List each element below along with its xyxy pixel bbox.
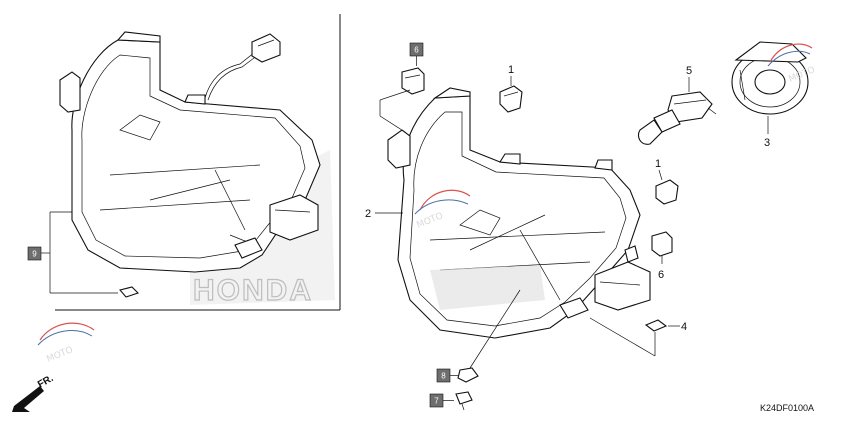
bulb-5: 5 xyxy=(637,65,717,145)
boxed-callout-8: 8 xyxy=(436,367,479,383)
callout-2: 2 xyxy=(365,208,403,220)
dust-cover-3: 3 xyxy=(731,41,809,149)
headlight-unit-2 xyxy=(387,87,651,339)
nut-4: 4 xyxy=(589,317,687,357)
clip-6-top-part xyxy=(401,67,425,95)
svg-text:7: 7 xyxy=(434,397,439,406)
nut-9-part xyxy=(119,286,140,298)
washer-8-part xyxy=(457,367,479,383)
svg-text:3: 3 xyxy=(764,137,770,149)
svg-text:6: 6 xyxy=(658,269,664,281)
socket-1-top: 1 xyxy=(499,64,523,113)
clip-6-leader xyxy=(379,89,411,133)
svg-text:FR.: FR. xyxy=(36,373,56,391)
svg-text:4: 4 xyxy=(681,321,687,333)
inset-frame xyxy=(55,14,341,311)
svg-text:5: 5 xyxy=(686,65,692,77)
socket-1-right: 1 xyxy=(655,158,679,205)
boxed-callout-7: 7 xyxy=(429,391,473,411)
svg-text:9: 9 xyxy=(32,250,37,259)
boxed-callout-6: 6 xyxy=(409,42,424,66)
boxed-callout-9: 9 xyxy=(27,246,42,261)
bolt-leader xyxy=(469,289,521,369)
moto-watermark-bottom-left: MOTO xyxy=(37,322,95,365)
svg-text:2: 2 xyxy=(365,208,371,220)
svg-text:1: 1 xyxy=(655,158,661,170)
clip-6-right: 6 xyxy=(651,231,673,281)
svg-text:6: 6 xyxy=(414,46,419,55)
screw-7-part xyxy=(455,391,473,405)
svg-text:1: 1 xyxy=(508,64,514,76)
callout-9-leader xyxy=(49,211,140,298)
svg-text:MOTO: MOTO xyxy=(45,345,74,365)
front-direction-arrow: FR. xyxy=(12,373,56,412)
diagram-code: K24DF0100A xyxy=(760,403,814,413)
headlight-assembly-inset: HONDA xyxy=(59,31,335,308)
honda-brand-watermark: HONDA xyxy=(193,274,313,307)
svg-text:8: 8 xyxy=(441,372,446,381)
